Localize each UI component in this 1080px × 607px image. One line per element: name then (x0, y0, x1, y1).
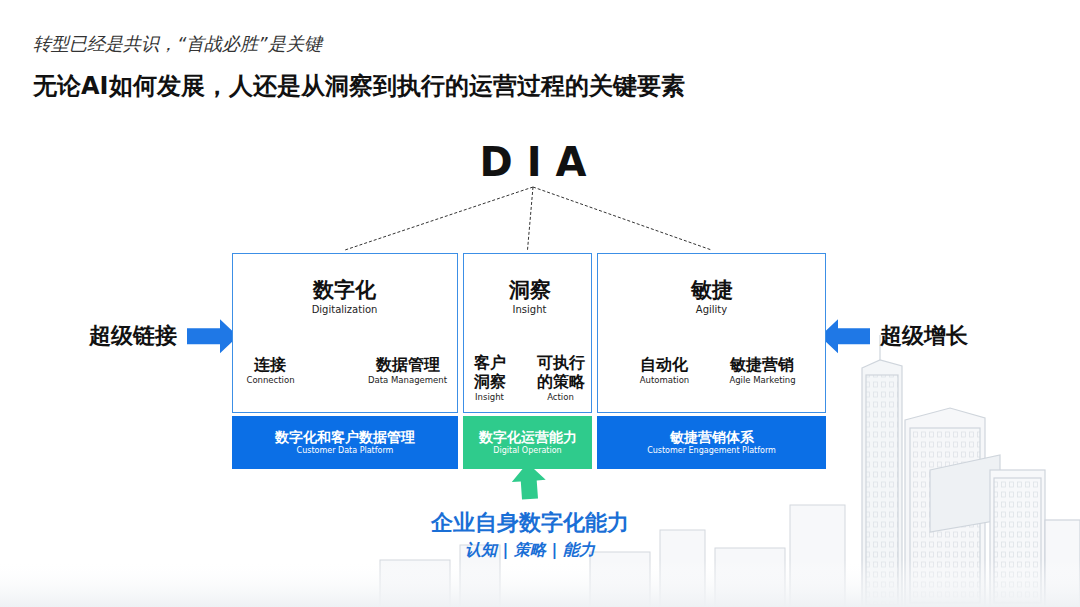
root-label: DIA (465, 140, 600, 184)
node-subtext: 认知 | 策略 | 能力 (431, 538, 629, 562)
node-text: 洞察 (509, 277, 551, 303)
item-node: 自动化Automation (640, 355, 690, 387)
group-box: 敏捷Agility 自动化Automation 敏捷营销Agile Marketin… (597, 253, 826, 413)
node-text: 可执行 的策略 (536, 353, 586, 391)
node-text: 敏捷 (691, 277, 733, 303)
node-text: DIA (465, 140, 600, 184)
node-text: 客户 洞察 (473, 353, 507, 391)
subheading: 转型已经是共识，“首战必胜”是关键 (33, 32, 322, 56)
node-text: 敏捷营销体系 (670, 429, 754, 447)
node-text: 数字化和客户数据管理 (275, 429, 415, 447)
node-subtext: Connection (246, 375, 294, 386)
node-text: 数据管理 (368, 355, 447, 376)
node-subtext: Insight (473, 391, 507, 405)
group-box: 洞察Insight客户 洞察Insight可执行 的策略Action (463, 253, 592, 413)
node-subtext: Insight (509, 303, 551, 317)
node-subtext: Digitalization (312, 303, 378, 317)
node-text: 敏捷营销 (729, 355, 795, 376)
dashed-connector (528, 187, 534, 250)
node-subtext: Customer Data Platform (297, 446, 394, 456)
node-text: 连接 (246, 355, 294, 376)
heading-node: 敏捷Agility (691, 277, 733, 317)
item-node: 可执行 的策略Action (536, 353, 586, 405)
item-node: 数据管理Data Management (368, 355, 447, 387)
block-arrow (187, 319, 238, 353)
slide-title: 无论AI如何发展，人还是从洞察到执行的运营过程的关键要素 (33, 70, 685, 102)
node-text: 企业自身数字化能力 (431, 509, 629, 538)
dashed-connector (345, 187, 533, 250)
heading-node: 洞察Insight (509, 277, 551, 317)
item-node: 客户 洞察Insight (473, 353, 507, 405)
node-subtext: Digital Operation (493, 446, 561, 456)
node-text: 超级增长 (880, 323, 968, 349)
node-subtext: Automation (640, 375, 690, 386)
item-node: 敏捷营销Agile Marketing (729, 355, 795, 387)
foundation-label: 企业自身数字化能力认知 | 策略 | 能力 (431, 509, 629, 562)
side-label: 超级增长 (880, 323, 968, 349)
node-subtext: Action (536, 391, 586, 405)
node-text: 数字化运营能力 (479, 429, 577, 447)
platform-band: 敏捷营销体系Customer Engagement Platform (597, 416, 826, 469)
platform-band: 数字化和客户数据管理Customer Data Platform (232, 416, 458, 469)
platform-band: 数字化运营能力Digital Operation (463, 416, 592, 469)
node-subtext: Agile Marketing (729, 375, 795, 386)
node-subtext: Data Management (368, 375, 447, 386)
side-label: 超级链接 (89, 323, 177, 349)
node-subtext: Agility (691, 303, 733, 317)
item-node: 连接Connection (246, 355, 294, 387)
dashed-connector (533, 187, 712, 250)
node-subtext: Customer Engagement Platform (647, 446, 776, 456)
node-text: 数字化 (312, 277, 378, 303)
node-text: 自动化 (640, 355, 690, 376)
group-box: 数字化Digitalization 连接Connection 数据管理Data Ma… (232, 253, 458, 413)
node-text: 超级链接 (89, 323, 177, 349)
heading-node: 数字化Digitalization (312, 277, 378, 317)
block-arrow (820, 319, 870, 353)
